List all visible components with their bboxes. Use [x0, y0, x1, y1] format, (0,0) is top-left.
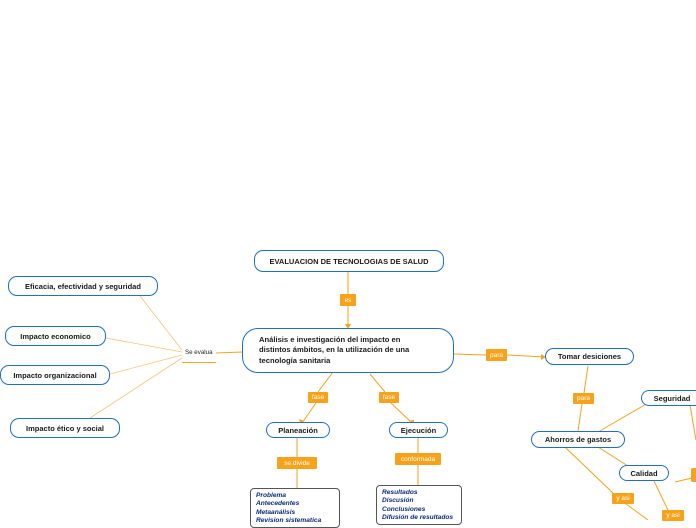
link-label-y-asi-1: y asi [612, 493, 634, 504]
connector-main-fase-left [317, 371, 334, 393]
connector-para-tomar [506, 354, 546, 358]
node-tomar-desiciones[interactable]: Tomar desiciones [545, 348, 634, 365]
connector-fan-economico [105, 337, 183, 353]
connector-yasi-down [625, 503, 649, 520]
main-topic-line-2: distintos ámbitos, en la utilización de … [259, 345, 410, 355]
node-impacto-organizacional[interactable]: Impacto organizacional [0, 365, 110, 385]
node-impacto-economico[interactable]: Impacto economico [5, 326, 106, 346]
connector-main-seevalua [215, 351, 243, 354]
connector-fase-planeacion [301, 402, 317, 424]
se-evalua-underline [182, 362, 216, 364]
main-topic-node[interactable]: Análisis e investigación del impacto en … [242, 328, 454, 373]
connector-fan-eficacia [139, 295, 183, 351]
connector-ahorros-seguridad [597, 402, 649, 433]
se-evalua-topic[interactable]: Se evalua [185, 349, 213, 356]
list-item: Problema [256, 492, 287, 499]
list-item: Discusión [382, 497, 414, 505]
main-topic-line-3: tecnología sanitaria [259, 355, 331, 365]
list-item: Resultados [382, 489, 418, 496]
ejecucion-list[interactable]: Resultados Discusión Conclusiones Difusi… [376, 485, 462, 525]
connector-tomar-para [583, 365, 589, 394]
node-ahorros-de-gastos[interactable]: Ahorros de gastos [531, 431, 625, 448]
connector-calidad-edge [674, 477, 693, 483]
offscreen-node-stub [691, 468, 696, 482]
node-ejecucion[interactable]: Ejecución [389, 422, 448, 438]
connector-para-ahorros [577, 403, 583, 432]
connector-ahorros-yasi [565, 447, 615, 495]
list-item: Antecedentes [256, 500, 300, 508]
connector-fase-ejecucion [390, 402, 413, 424]
connector-calidad-yasi [653, 480, 669, 511]
link-label-para: para [486, 349, 507, 361]
link-label-es: es [340, 294, 356, 306]
link-label-para-2: para [573, 393, 594, 404]
link-label-y-asi-2: y asi [662, 510, 684, 521]
list-item: Metaanálisis [256, 508, 296, 516]
list-item: Revision sistematica [256, 516, 322, 524]
list-item: Conclusiones [382, 505, 426, 513]
node-planeacion[interactable]: Planeación [266, 422, 330, 438]
connector-main-para [452, 353, 487, 356]
connector-main-fase-right [369, 373, 386, 393]
connector-ahorros-calidad [597, 446, 629, 467]
node-calidad[interactable]: Calidad [619, 465, 669, 481]
link-label-fase-right: fase [379, 392, 399, 403]
link-label-se-divide: se divide [277, 457, 317, 469]
connector-seguridad-edge [689, 404, 696, 441]
connector-fan-organizacional [109, 354, 183, 375]
link-label-fase-left: fase [308, 392, 328, 403]
connector-fan-etico [89, 357, 183, 419]
title-node[interactable]: EVALUACION DE TECNOLOGIAS DE SALUD [254, 250, 444, 272]
node-impacto-etico[interactable]: Impacto ético y social [10, 418, 120, 438]
main-topic-line-1: Análisis e investigación del impacto en [259, 334, 401, 344]
link-label-conformada: conformada [395, 453, 441, 465]
planeacion-list[interactable]: Problema Antecedentes Metaanálisis Revis… [250, 488, 340, 528]
node-seguridad[interactable]: Seguridad [641, 390, 696, 406]
node-eficacia[interactable]: Eficacia, efectividad y seguridad [8, 276, 158, 296]
list-item: Difusión de resultados [382, 513, 454, 521]
